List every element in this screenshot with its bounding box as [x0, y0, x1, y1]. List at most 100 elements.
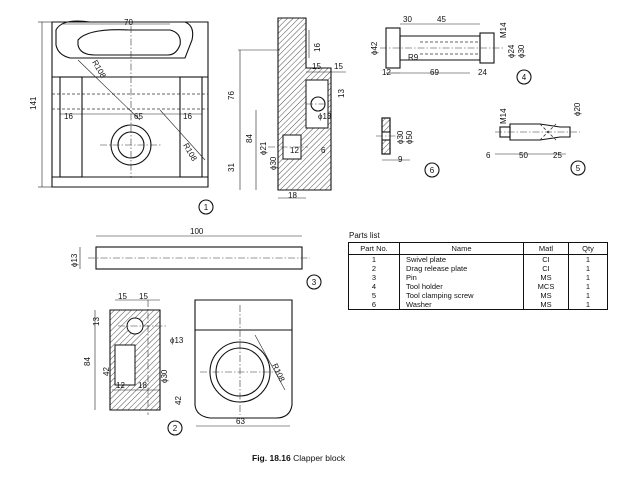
cell-qty: 1 [568, 264, 608, 273]
dim-text: 13 [337, 89, 346, 98]
dim-text: 12 [116, 381, 125, 390]
parts-list-title: Parts list [349, 231, 380, 240]
cell-name: Swivel plate [399, 254, 524, 264]
figure-number: Fig. 18.16 [252, 453, 291, 463]
view-number-label: 6 [430, 166, 435, 175]
dim-text: R108 [270, 362, 286, 384]
dim-text: 15 [312, 62, 321, 71]
header-part-no: Part No. [348, 242, 400, 255]
dim-text: M14 [499, 108, 508, 124]
dim-text: 63 [236, 417, 245, 426]
pin-view: 100 ϕ13 3 [70, 227, 322, 290]
cell-name: Drag release plate [399, 264, 524, 273]
figure-title: Clapper block [293, 453, 346, 463]
tool-clamping-screw-view: M14 ϕ20 6 50 25 5 [486, 102, 586, 176]
dim-text: R108 [181, 142, 199, 164]
table-row: 4 Tool holder MCS 1 [348, 282, 608, 291]
dim-text: ϕ30 [160, 369, 169, 383]
dim-text: ϕ21 [259, 141, 268, 155]
dim-text: ϕ13 [170, 336, 184, 345]
dim-text: M14 [499, 22, 508, 38]
dim-text: 70 [124, 18, 133, 27]
tool-holder-view: 30 45 M14 ϕ42 R9 12 69 24 ϕ24 ϕ30 4 [370, 15, 532, 85]
cell-qty: 1 [568, 254, 608, 264]
dim-text: 141 [29, 96, 38, 110]
dim-text: 6 [321, 146, 326, 155]
cell-matl: MS [523, 273, 569, 282]
dim-text: 18 [288, 191, 297, 200]
dim-text: 50 [519, 151, 528, 160]
cell-part-no: 5 [348, 291, 400, 300]
dim-text: 16 [183, 112, 192, 121]
swivel-plate-front-view: 70 141 76 84 16 65 16 R108 R108 31 1 [29, 18, 254, 215]
cell-qty: 1 [568, 291, 608, 300]
cell-name: Pin [399, 273, 524, 282]
table-header-row: Part No. Name Matl Qty [348, 242, 608, 255]
dim-text: 84 [83, 357, 92, 366]
view-number-label: 1 [204, 203, 209, 212]
cell-qty: 1 [568, 282, 608, 291]
cell-name: Washer [399, 300, 524, 310]
dim-text: R9 [408, 53, 419, 62]
dim-text: 100 [190, 227, 204, 236]
dim-text: ϕ30 [396, 130, 405, 144]
dim-text: 25 [553, 151, 562, 160]
dim-text: 9 [398, 155, 403, 164]
header-matl: Matl [523, 242, 569, 255]
cell-qty: 1 [568, 300, 608, 310]
view-number-label: 4 [522, 73, 527, 82]
swivel-plate-side-section: 16 15 15 13 ϕ13 ϕ21 12 6 ϕ30 18 [238, 17, 346, 200]
dim-text: 69 [430, 68, 439, 77]
dim-text: 13 [92, 317, 101, 326]
cell-matl: MS [523, 291, 569, 300]
table-row: 5 Tool clamping screw MS 1 [348, 291, 608, 300]
cell-qty: 1 [568, 273, 608, 282]
dim-text: ϕ30 [269, 156, 278, 170]
cell-part-no: 3 [348, 273, 400, 282]
cell-part-no: 6 [348, 300, 400, 310]
table-row: 2 Drag release plate CI 1 [348, 264, 608, 273]
dim-text: 16 [313, 43, 322, 52]
dim-text: 12 [290, 146, 299, 155]
dim-text: 6 [486, 151, 491, 160]
cell-part-no: 1 [348, 254, 400, 264]
cell-name: Tool clamping screw [399, 291, 524, 300]
table-row: 3 Pin MS 1 [348, 273, 608, 282]
dim-text: ϕ42 [370, 41, 379, 55]
dim-text: 12 [382, 68, 391, 77]
header-qty: Qty [568, 242, 608, 255]
dim-text: ϕ20 [573, 102, 582, 116]
dim-text: 42 [174, 396, 183, 405]
dim-text: ϕ50 [405, 130, 414, 144]
dim-text: ϕ24 [507, 44, 516, 58]
dim-text: 84 [245, 134, 254, 143]
parts-list-table: Part No. Name Matl Qty 1 Swivel plate CI… [348, 242, 608, 310]
dim-text: ϕ13 [318, 112, 332, 121]
dim-text: 30 [403, 15, 412, 24]
table-row: 1 Swivel plate CI 1 [348, 254, 608, 264]
cell-name: Tool holder [399, 282, 524, 291]
dim-text: 65 [134, 112, 143, 121]
dim-text: 42 [102, 367, 111, 376]
dim-text: 15 [118, 292, 127, 301]
dim-text: 31 [227, 163, 236, 172]
cell-part-no: 4 [348, 282, 400, 291]
dim-text: 76 [227, 91, 236, 100]
cell-matl: MS [523, 300, 569, 310]
cell-matl: CI [523, 254, 569, 264]
dim-text: 24 [478, 68, 487, 77]
view-number-label: 3 [312, 278, 317, 287]
table-row: 6 Washer MS 1 [348, 300, 608, 310]
cell-part-no: 2 [348, 264, 400, 273]
view-number-label: 5 [576, 164, 581, 173]
dim-text: 15 [139, 292, 148, 301]
dim-text: 45 [437, 15, 446, 24]
figure-caption: Fig. 18.16 Clapper block [252, 453, 345, 463]
view-number-label: 2 [173, 424, 178, 433]
cell-matl: MCS [523, 282, 569, 291]
drag-release-plate-views: 15 15 13 ϕ13 84 42 12 18 ϕ30 42 R108 63 … [83, 292, 293, 436]
dim-text: 18 [138, 381, 147, 390]
washer-view: ϕ30 ϕ50 9 6 [376, 117, 440, 178]
dim-text: 15 [334, 62, 343, 71]
